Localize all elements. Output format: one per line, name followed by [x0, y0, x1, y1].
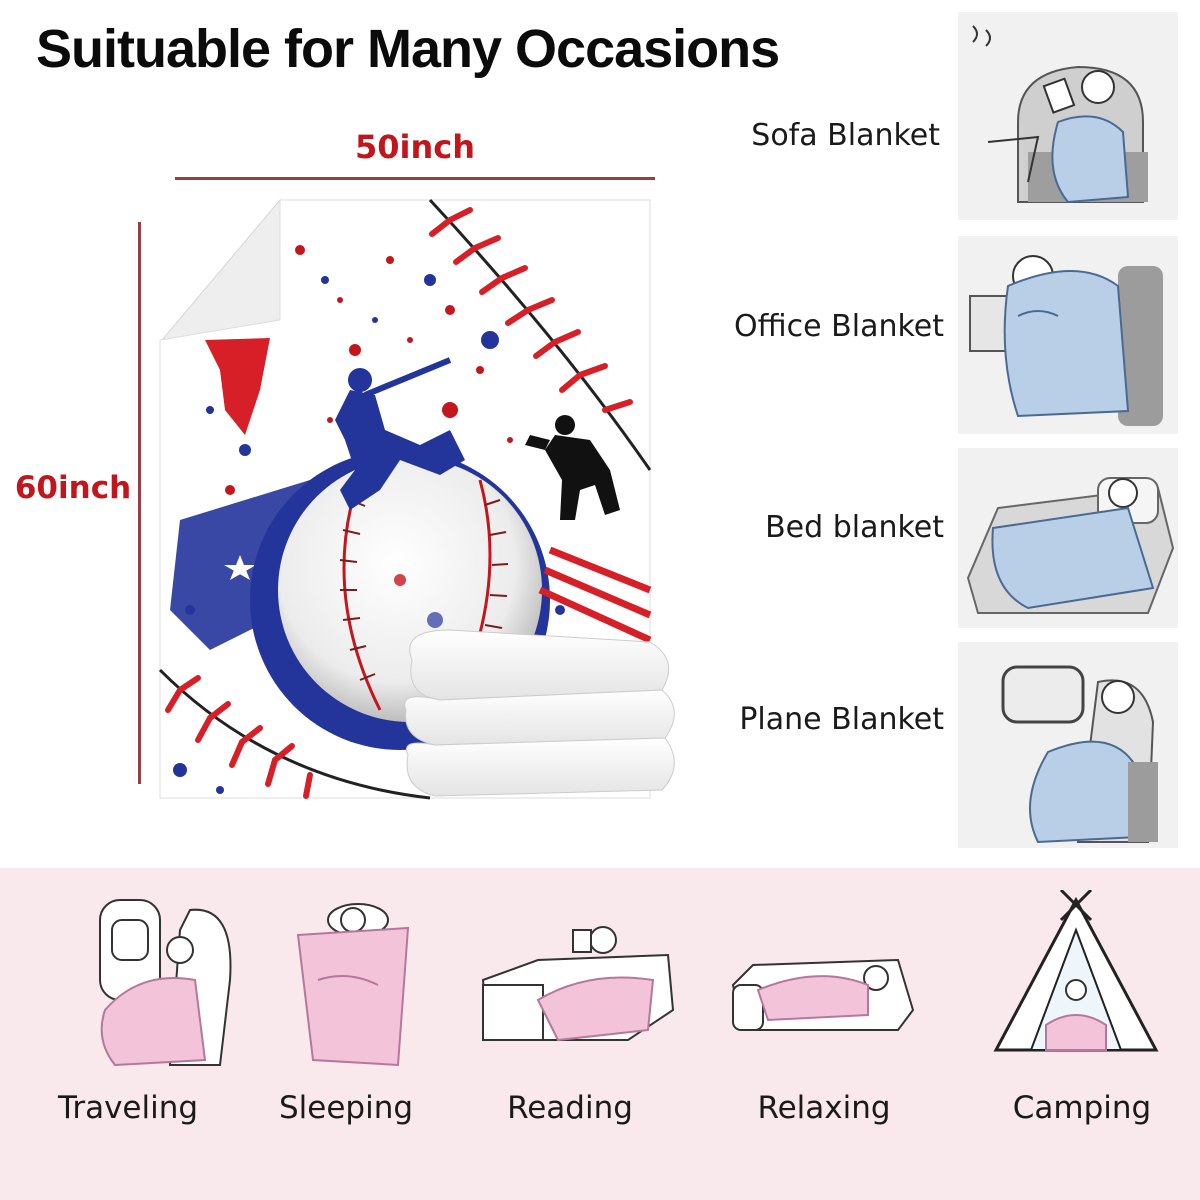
occasion-image-sofa	[958, 12, 1178, 220]
height-dimension-line	[138, 222, 141, 784]
sofa-reading-icon	[972, 25, 1148, 204]
occasion-image-plane	[958, 642, 1178, 848]
occasion-label-office: Office Blanket	[734, 309, 944, 344]
page-title: Suituable for Many Occasions	[36, 19, 780, 79]
occasion-image-bed	[958, 448, 1178, 628]
bed-sleeping-icon	[966, 477, 1175, 614]
camping-tent-icon	[993, 890, 1159, 1052]
sleeping-icon	[296, 903, 410, 1067]
use-label-traveling: Traveling	[57, 1090, 199, 1126]
occasion-image-office	[958, 236, 1178, 434]
occasion-label-bed: Bed blanket	[765, 510, 944, 545]
reading-icon	[481, 926, 675, 1042]
office-nap-icon	[969, 255, 1163, 426]
use-label-camping: Camping	[1012, 1090, 1152, 1126]
baseball-blanket-image	[158, 198, 675, 800]
use-label-relaxing: Relaxing	[757, 1090, 891, 1126]
relaxing-icon	[731, 958, 915, 1031]
plane-seat-icon	[1001, 665, 1158, 844]
use-label-sleeping: Sleeping	[278, 1090, 414, 1126]
width-dimension-line	[175, 177, 655, 180]
height-dimension-label: 60inch	[14, 470, 132, 506]
width-dimension-label: 50inch	[354, 128, 476, 166]
traveling-icon	[99, 899, 232, 1067]
occasion-label-plane: Plane Blanket	[739, 702, 944, 737]
occasion-label-sofa: Sofa Blanket	[751, 118, 940, 153]
use-label-reading: Reading	[507, 1090, 633, 1126]
